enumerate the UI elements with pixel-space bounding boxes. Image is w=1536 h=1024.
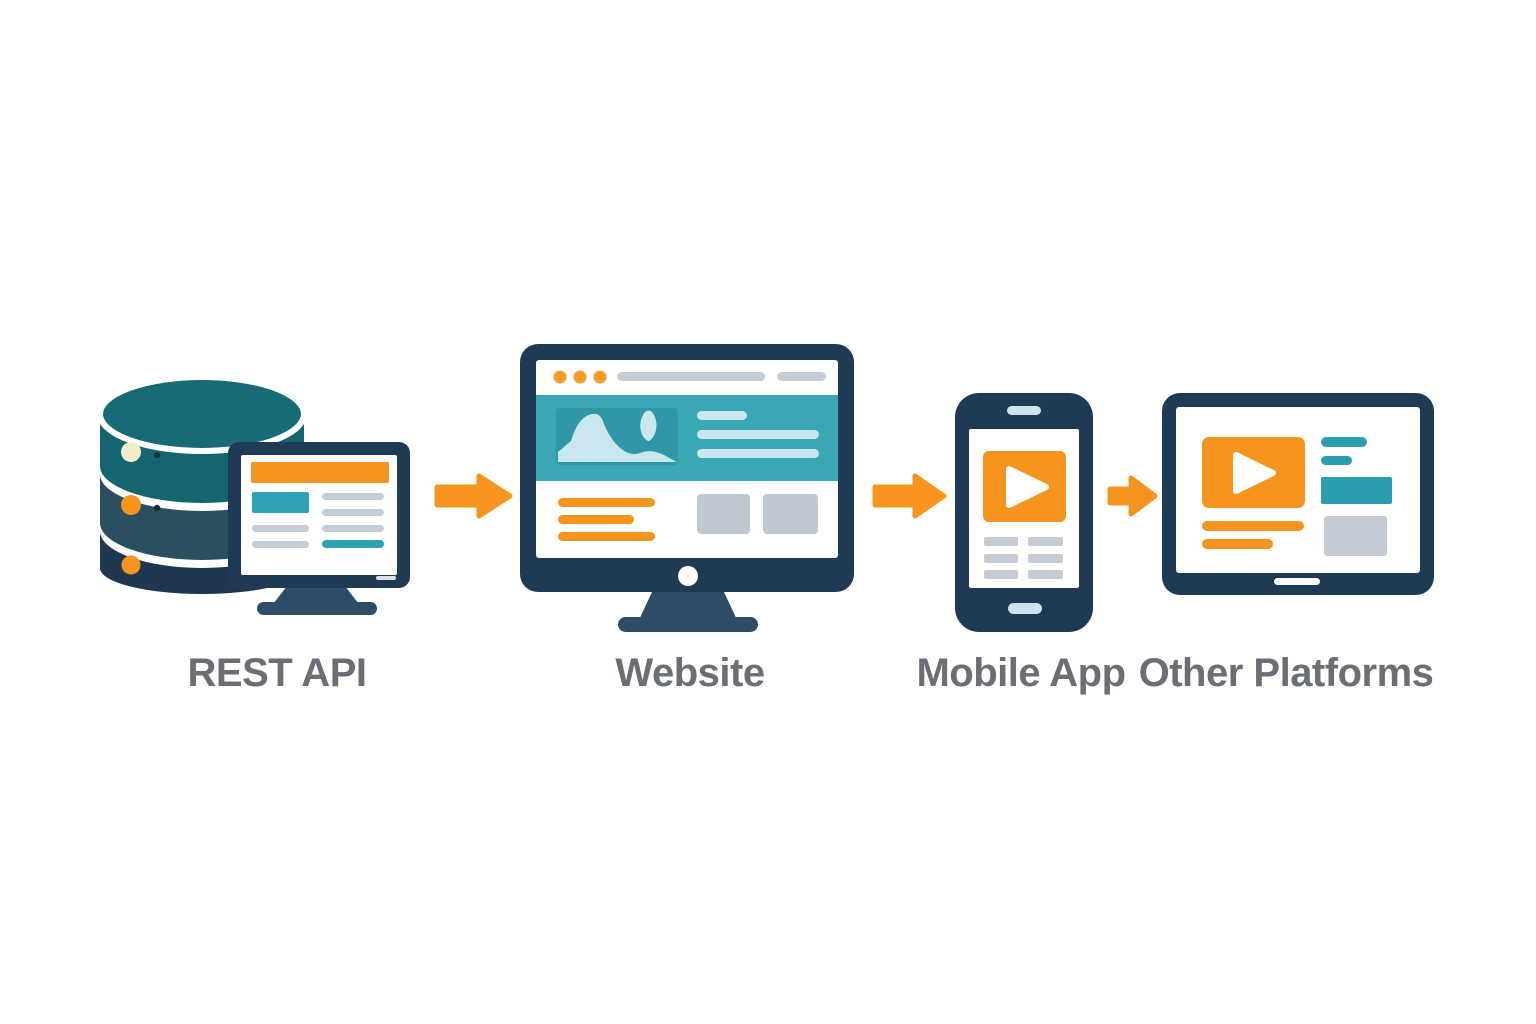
arrow-right-icon-3: [1107, 475, 1158, 517]
node-label-other-platforms: Other Platforms: [1138, 651, 1434, 695]
desktop-monitor-icon: [520, 344, 854, 632]
db-led-1: [121, 442, 141, 462]
db-led-3: [121, 555, 141, 575]
smartphone-icon: [955, 393, 1093, 632]
node-label-website: Website: [615, 651, 765, 695]
node-label-rest-api: REST API: [187, 651, 368, 695]
node-label-mobile-app: Mobile App: [916, 651, 1126, 695]
api-monitor-icon: [228, 442, 410, 615]
play-icon: [1006, 466, 1049, 508]
arrow-right-icon-1: [434, 473, 513, 519]
db-led-2: [121, 495, 141, 515]
play-icon: [1233, 452, 1276, 494]
arrow-right-icon-2: [872, 473, 947, 519]
tablet-icon: [1162, 393, 1434, 595]
